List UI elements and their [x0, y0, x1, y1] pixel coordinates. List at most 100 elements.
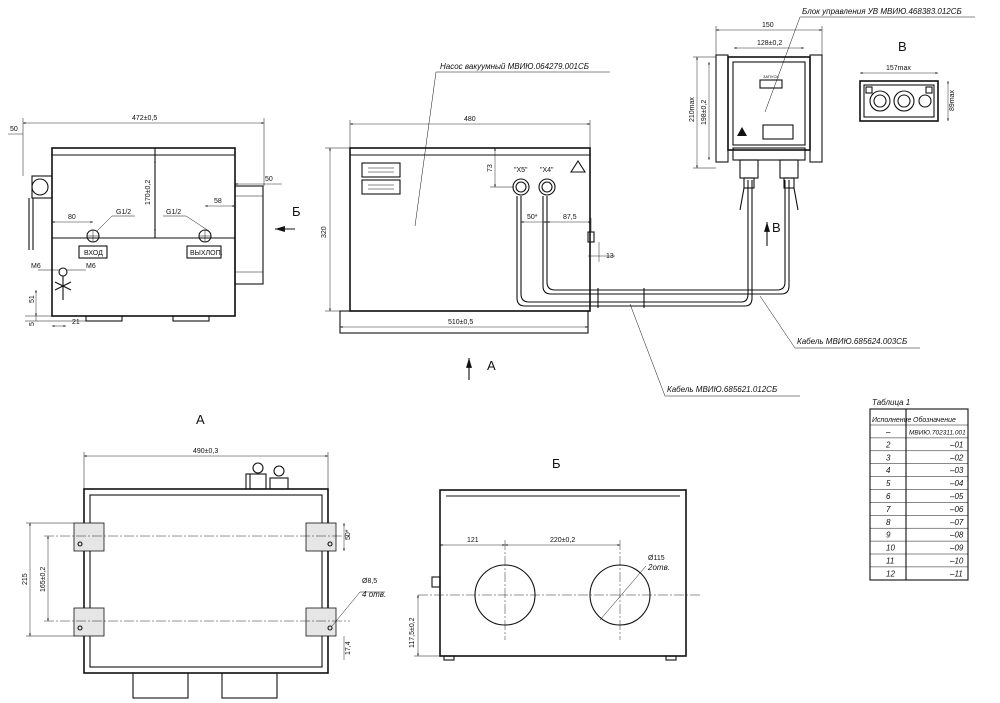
- view-v: В 157max 89max: [859, 39, 956, 122]
- connector-x4-label: "Х4": [540, 167, 554, 174]
- dim-472: 472±0,5: [132, 115, 157, 122]
- view-arrow-v-label: В: [772, 220, 781, 235]
- dim-58: 58: [214, 198, 222, 205]
- bolt-label-1: М6: [31, 263, 41, 270]
- dim-320: 320: [321, 226, 328, 238]
- table-cell-designation: –05: [949, 492, 964, 501]
- table-cell-execution: –: [885, 428, 891, 437]
- execution-table: Таблица 1 Исполнение Обозначение –МВИЮ.7…: [869, 398, 969, 581]
- table-cell-execution: 6: [886, 492, 891, 501]
- foot-bl: [73, 607, 105, 637]
- table-rows: –МВИЮ.702311.0012–013–024–035–046–057–06…: [870, 424, 968, 578]
- svg-text:ЗАПУСК: ЗАПУСК: [763, 74, 779, 79]
- table-cell-designation: –09: [949, 544, 964, 553]
- dim-73: 73: [487, 164, 494, 172]
- table-cell-execution: 3: [886, 453, 891, 462]
- connector-x5-label: "Х5": [514, 167, 528, 174]
- dim-51: 51: [29, 295, 36, 303]
- hole-diameter: Ø8,5: [362, 578, 377, 585]
- table-cell-designation: –10: [949, 557, 964, 566]
- view-v-body: [859, 80, 939, 122]
- pump-callout: Насос вакуумный МВИЮ.064279.001СБ: [440, 62, 589, 71]
- table-cell-execution: 7: [886, 505, 891, 514]
- front-base: [339, 310, 589, 334]
- table-cell-designation: –03: [949, 466, 964, 475]
- dim-17-4: 17,4: [345, 641, 352, 655]
- foot-br: [305, 607, 337, 637]
- table-col2-header: Обозначение: [913, 416, 956, 424]
- hole-count: 4 отв.: [362, 590, 386, 599]
- table-cell-execution: 8: [886, 518, 891, 527]
- control-connector-1: [739, 159, 759, 179]
- dim-121: 121: [467, 537, 479, 544]
- cable-callout-2: Кабель МВИЮ.685621.012СБ: [667, 385, 777, 394]
- dim-210: 210max: [689, 97, 696, 122]
- dim-490: 490±0,3: [193, 448, 218, 455]
- control-unit-view: ЗАПУСК 150 128±0,2 210max 198±0,2 Блок у…: [689, 7, 975, 246]
- dim-165: 165±0,2: [40, 567, 47, 592]
- dim-170: 170±0,2: [145, 180, 152, 205]
- table-cell-designation: –08: [949, 531, 964, 540]
- bolt-label-2: М6: [86, 263, 96, 270]
- control-connector-2: [779, 159, 799, 179]
- dim-50-star: 50*: [527, 214, 538, 221]
- view-b: Б 121 220±0,2 Ø115 2отв. 117,5±0,2: [409, 456, 700, 661]
- view-arrow-b-label: Б: [292, 204, 301, 219]
- foot-tr: [305, 522, 337, 552]
- side-view: ВХОД ВЫХЛОП. G1/2 G1/2 М6 М6 472±0,5 50 …: [8, 115, 301, 327]
- table-cell-designation: –11: [949, 569, 963, 578]
- view-v-title: В: [898, 39, 907, 54]
- dim-13: 13: [606, 253, 614, 260]
- view-arrow-a-label: А: [487, 358, 496, 373]
- table-cell-designation: –04: [949, 479, 964, 488]
- table-cell-designation: –01: [949, 440, 963, 449]
- flange-hole-count: 2отв.: [647, 563, 670, 572]
- warning-icon-2: [737, 127, 747, 136]
- dim-87-5: 87,5: [563, 214, 577, 221]
- inlet-label: ВХОД: [84, 250, 103, 257]
- dim-5: 5: [29, 322, 36, 326]
- flange-diameter: Ø115: [648, 555, 665, 562]
- dim-128: 128±0,2: [757, 40, 782, 47]
- view-b-title: Б: [552, 456, 561, 471]
- foot-tl: [73, 522, 105, 552]
- dim-80: 80: [68, 214, 76, 221]
- connector-x5: [512, 178, 530, 196]
- table-cell-designation: –06: [949, 505, 964, 514]
- view-a-frame: [83, 488, 329, 674]
- dim-89: 89max: [949, 89, 956, 111]
- dim-480: 480: [464, 116, 476, 123]
- table-cell-designation: –02: [949, 453, 964, 462]
- control-unit-body: [727, 56, 811, 151]
- dim-21: 21: [72, 319, 80, 326]
- table-cell-designation: –07: [949, 518, 964, 527]
- view-b-body: [439, 489, 687, 657]
- control-callout: Блок управления УВ МВИЮ.468383.012СБ: [802, 7, 962, 16]
- front-view: "Х5" "Х4" 480 320 73 50* 87,5 13 510±0,5…: [321, 62, 615, 380]
- side-view-body: [51, 147, 236, 317]
- dim-198: 198±0,2: [701, 100, 708, 125]
- table-title: Таблица 1: [872, 398, 910, 407]
- nameplate-1: [361, 162, 401, 178]
- nameplate-2: [361, 179, 401, 195]
- thread-label-2: G1/2: [166, 209, 181, 216]
- table-cell-execution: 4: [886, 466, 891, 475]
- outlet-label: ВЫХЛОП.: [190, 250, 223, 257]
- view-a-title: А: [196, 412, 205, 427]
- dim-157: 157max: [886, 65, 911, 72]
- dim-220: 220±0,2: [550, 537, 575, 544]
- dim-510: 510±0,5: [448, 319, 473, 326]
- front-view-body: [349, 147, 591, 312]
- cables: Кабель МВИЮ.685624.003СБ Кабель МВИЮ.685…: [516, 180, 920, 397]
- table-cell-execution: 10: [886, 544, 895, 553]
- table-cell-execution: 9: [886, 531, 891, 540]
- table-cell-execution: 11: [886, 557, 894, 566]
- table-cell-execution: 5: [886, 479, 891, 488]
- dim-50-right: 50: [265, 176, 273, 183]
- view-a: А 490±0,3 215 165±0,2 50: [22, 412, 386, 699]
- dim-50-view-a: 50*: [345, 529, 352, 540]
- side-flange: [234, 185, 264, 285]
- table-cell-designation: МВИЮ.702311.001: [909, 430, 966, 437]
- warning-icon: [569, 159, 587, 173]
